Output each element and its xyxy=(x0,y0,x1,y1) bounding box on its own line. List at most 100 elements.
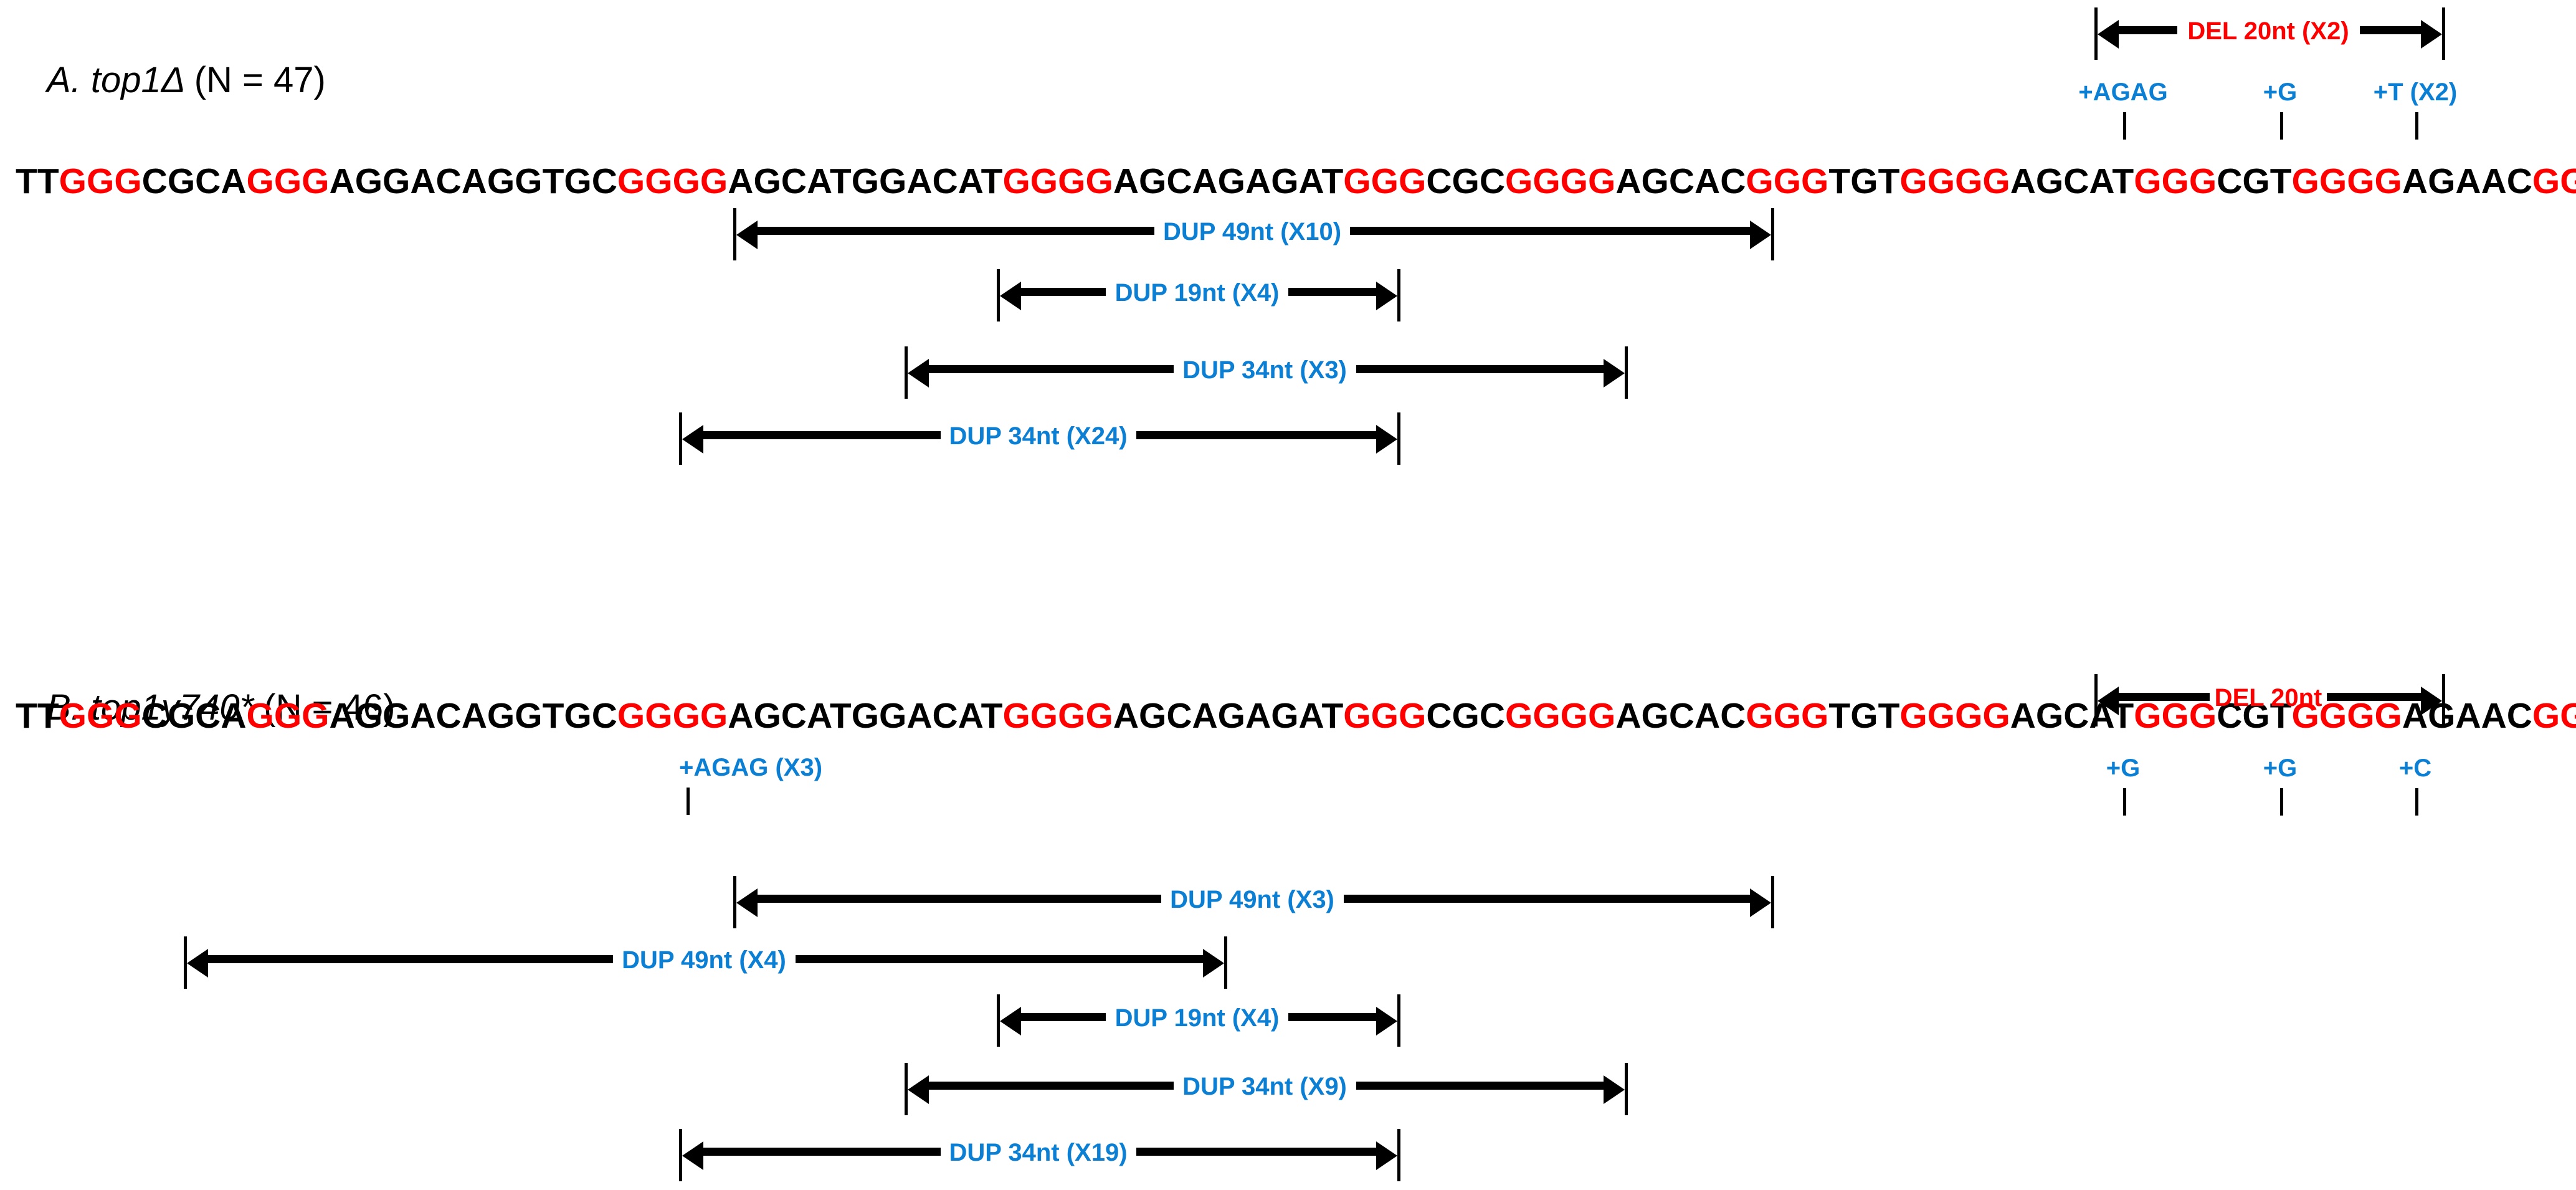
base: G xyxy=(564,696,592,736)
g-run: GGGG xyxy=(1002,696,1113,736)
panel-letter: B. xyxy=(47,687,91,728)
base: C xyxy=(2217,161,2243,201)
base: ACA xyxy=(410,161,487,201)
panel-genotype: top1y740* xyxy=(90,687,264,728)
duplication-B-0-arrowhead-right xyxy=(1750,888,1771,917)
base: G xyxy=(1452,696,1480,736)
duplication-A-0-tick-right xyxy=(1771,208,1774,260)
insertion-A-2-label: +T (X2) xyxy=(2373,79,2458,106)
duplication-B-2-tick-right xyxy=(1397,994,1400,1047)
g-run: GGGG xyxy=(1505,161,1616,201)
duplication-A-3-shaft-left xyxy=(703,431,941,439)
base: G xyxy=(2242,696,2270,736)
duplication-B-0-arrowhead-left xyxy=(736,888,758,917)
duplication-A-2-label: DUP 34nt (X3) xyxy=(1182,356,1347,384)
base: AT xyxy=(1298,696,1344,736)
base: A xyxy=(1615,696,1642,736)
duplication-A-1-tick-right xyxy=(1397,269,1400,321)
duplication-A-0-shaft-left xyxy=(758,227,1154,235)
base: G xyxy=(1641,696,1669,736)
base: G xyxy=(2035,696,2064,736)
base: GG xyxy=(487,696,543,736)
g-run: GGG xyxy=(2532,696,2576,736)
g-run: GGG xyxy=(1746,161,1829,201)
base: CA xyxy=(1166,696,1218,736)
panel-title-B: B. top1y740* (N = 46) xyxy=(47,687,395,728)
base: A xyxy=(329,696,355,736)
insertion-A-0-label: +AGAG xyxy=(2078,79,2168,106)
duplication-A-2-tick-left xyxy=(905,346,908,399)
base: G xyxy=(564,161,592,201)
duplication-B-1-shaft-left xyxy=(208,955,613,963)
base: CA xyxy=(1166,161,1218,201)
base: A xyxy=(1615,161,1642,201)
duplication-A-3-tick-left xyxy=(679,412,682,465)
duplication-B-0-tick-left xyxy=(733,876,736,928)
base: G xyxy=(1139,161,1167,201)
base: C xyxy=(2217,696,2243,736)
duplication-B-0-tick-right xyxy=(1771,876,1774,928)
g-run: GGG xyxy=(1343,161,1427,201)
duplication-B-4-tick-right xyxy=(1397,1129,1400,1181)
base: ACAT xyxy=(906,161,1003,201)
base: C xyxy=(1426,161,1452,201)
base: T xyxy=(542,161,564,201)
base: G xyxy=(2428,161,2456,201)
g-run: GGG xyxy=(246,696,330,736)
g-run: GGG xyxy=(59,161,142,201)
deletion-A-0-shaft-left xyxy=(2119,26,2177,34)
duplication-A-2-shaft-right xyxy=(1356,365,1604,373)
base: G xyxy=(1271,696,1299,736)
g-run: GGGG xyxy=(1505,696,1616,736)
duplication-A-1-arrowhead-left xyxy=(1000,282,1021,310)
duplication-B-2-arrowhead-right xyxy=(1376,1007,1397,1035)
g-run: GGGG xyxy=(1002,161,1113,201)
base: TT xyxy=(16,161,59,201)
duplication-A-1-shaft-right xyxy=(1288,288,1376,296)
base: G xyxy=(1271,161,1299,201)
duplication-B-1-shaft-right xyxy=(795,955,1203,963)
duplication-B-3-shaft-right xyxy=(1356,1082,1604,1090)
duplication-B-4-shaft-left xyxy=(703,1148,941,1156)
duplication-B-1-tick-right xyxy=(1224,936,1227,989)
g-run: GGG xyxy=(1343,696,1427,736)
base: GG xyxy=(354,696,411,736)
duplication-A-0-arrowhead-right xyxy=(1750,221,1771,249)
panel-sample-size: (N = 46) xyxy=(264,687,396,728)
base: GG xyxy=(851,696,907,736)
duplication-B-1-label: DUP 49nt (X4) xyxy=(622,946,786,974)
base: G xyxy=(1641,161,1669,201)
base: G xyxy=(753,696,781,736)
base: ACAT xyxy=(906,696,1003,736)
panel-title-A: A. top1Δ (N = 47) xyxy=(47,59,326,101)
base: CAT xyxy=(781,696,852,736)
duplication-B-4-label: DUP 34nt (X19) xyxy=(949,1139,1128,1166)
g-run: GGG xyxy=(246,161,330,201)
base: T xyxy=(2269,696,2292,736)
duplication-B-3-label: DUP 34nt (X9) xyxy=(1182,1073,1347,1100)
duplication-B-2-shaft-left xyxy=(1021,1013,1106,1021)
duplication-B-4-tick-left xyxy=(679,1129,682,1181)
base: A xyxy=(1113,696,1139,736)
duplication-A-3-shaft-right xyxy=(1136,431,1376,439)
deletion-A-0-arrowhead-left xyxy=(2098,20,2119,49)
duplication-A-3-arrowhead-left xyxy=(682,425,703,454)
base: C xyxy=(591,161,617,201)
base: ACA xyxy=(410,696,487,736)
base: G xyxy=(1217,161,1246,201)
base: GG xyxy=(487,161,543,201)
base: T xyxy=(1878,696,1900,736)
dna-sequence-A: TTGGGCGCAGGGAGGACAGGTGCGGGGAGCATGGACATGG… xyxy=(16,161,2576,202)
base: G xyxy=(1850,161,1878,201)
base: G xyxy=(1217,696,1246,736)
base: T xyxy=(2269,161,2292,201)
duplication-A-0-shaft-right xyxy=(1350,227,1750,235)
g-run: GGG xyxy=(1746,696,1829,736)
deletion-A-0-label: DEL 20nt (X2) xyxy=(2187,17,2349,45)
duplication-A-1-arrowhead-right xyxy=(1376,282,1397,310)
base: GG xyxy=(851,161,907,201)
insertion-A-1-tick xyxy=(2280,112,2283,140)
duplication-B-4-shaft-right xyxy=(1136,1148,1376,1156)
base: A xyxy=(2402,161,2428,201)
base: CAC xyxy=(1668,696,1746,736)
